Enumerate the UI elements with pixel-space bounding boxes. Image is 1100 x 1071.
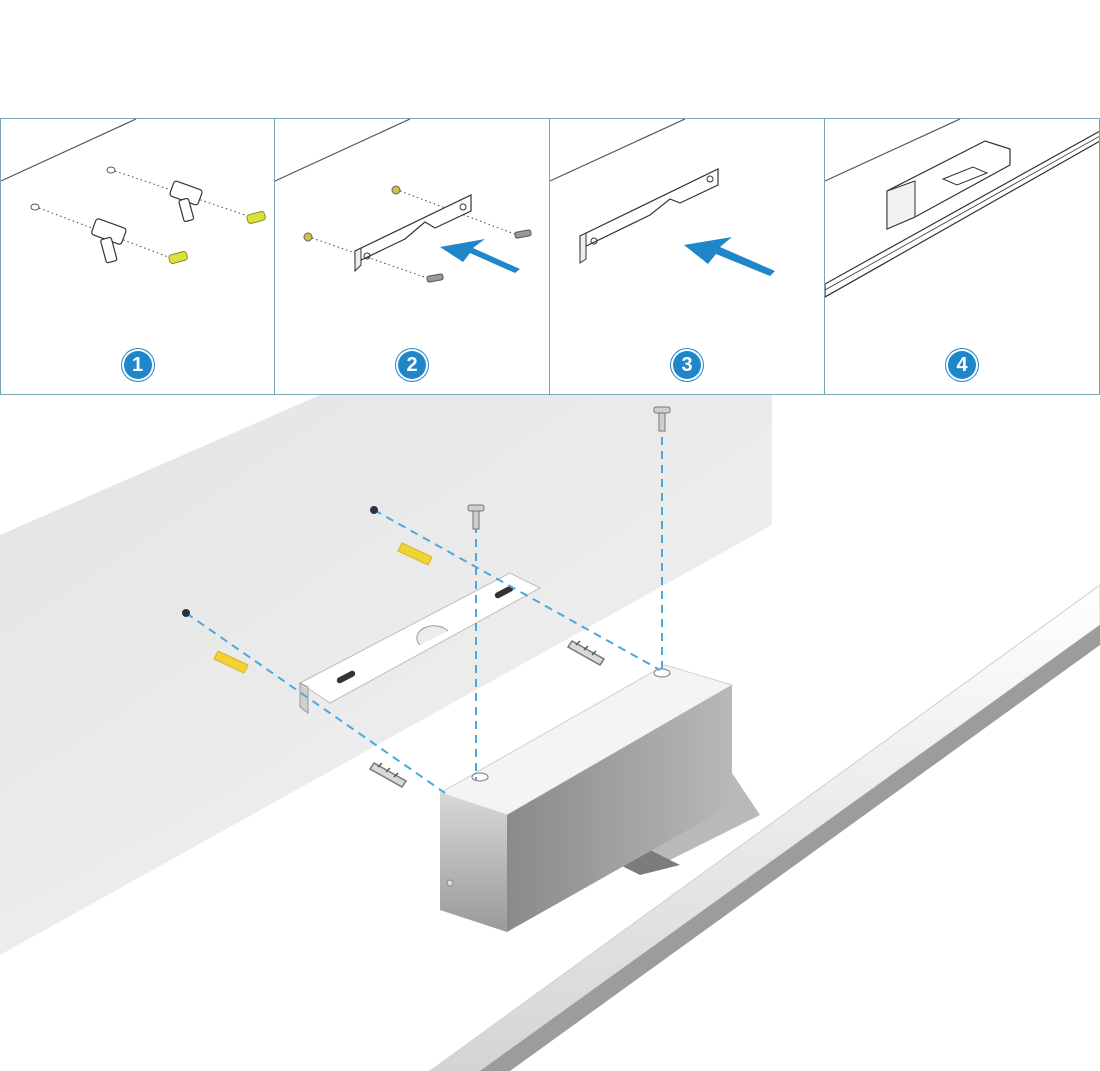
lamp-installed-icon: [825, 119, 1099, 298]
step-2-badge: 2: [396, 349, 428, 381]
drill-icon: [1, 119, 266, 264]
exploded-mounting-illustration: [0, 395, 1100, 1071]
step-3-badge: 3: [671, 349, 703, 381]
step-1-panel: 1: [0, 118, 275, 395]
bracket-screw-icon: [275, 119, 532, 283]
step-4-badge: 4: [946, 349, 978, 381]
mounting-box-side: [507, 685, 732, 932]
set-screw-icon: [467, 406, 671, 530]
installation-steps: 1 2 3: [0, 118, 1100, 395]
lamp-bar: [429, 584, 1100, 1071]
anchor-plug-icon: [213, 542, 433, 674]
step-1-badge: 1: [121, 349, 154, 381]
bracket-mounted-icon: [550, 119, 775, 276]
wall-hole: [182, 609, 190, 617]
step-3-panel: 3: [550, 118, 825, 395]
step-2-panel: 2: [275, 118, 550, 395]
wall-screw-icon: [368, 640, 606, 788]
mounting-bracket-flange: [299, 682, 309, 714]
wall-hole: [370, 506, 378, 514]
mounting-box-front: [440, 793, 507, 932]
lamp-bar-edge: [480, 625, 1100, 1071]
step-4-panel: 4: [825, 118, 1100, 395]
wall-shadow: [0, 515, 772, 955]
guide-lines: [185, 423, 663, 794]
